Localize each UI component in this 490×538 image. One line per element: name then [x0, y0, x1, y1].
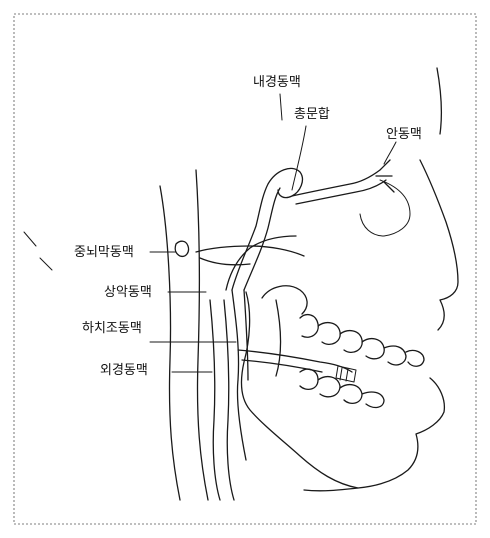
internal-carotid-artery — [232, 290, 248, 460]
maxillary-artery — [226, 236, 296, 290]
label-internal-carotid: 내경동맥 — [253, 76, 301, 89]
orbit-outline — [360, 180, 410, 236]
inferior-alveolar-artery — [238, 350, 352, 372]
neck-contour — [160, 170, 208, 500]
label-inferior-alveolar: 하치조동맥 — [82, 322, 142, 335]
upper-teeth — [300, 315, 424, 367]
internal-carotid-siphon — [232, 168, 302, 290]
label-middle-meningeal: 중뇌막동맥 — [74, 246, 134, 259]
label-external-carotid: 외경동맥 — [100, 364, 148, 377]
label-anastomosis: 총문합 — [294, 108, 330, 121]
lower-teeth — [300, 369, 384, 407]
margin-mark — [24, 232, 52, 270]
external-carotid-artery — [210, 300, 234, 500]
head-contour — [437, 68, 441, 134]
ophthalmic-artery — [292, 160, 394, 204]
figure-border — [14, 14, 476, 524]
label-ophthalmic: 안동맥 — [386, 128, 422, 141]
leader-anastomosis — [292, 126, 306, 190]
label-maxillary: 상악동맥 — [104, 286, 152, 299]
face-profile — [304, 160, 458, 491]
leader-internal-carotid — [280, 94, 282, 120]
